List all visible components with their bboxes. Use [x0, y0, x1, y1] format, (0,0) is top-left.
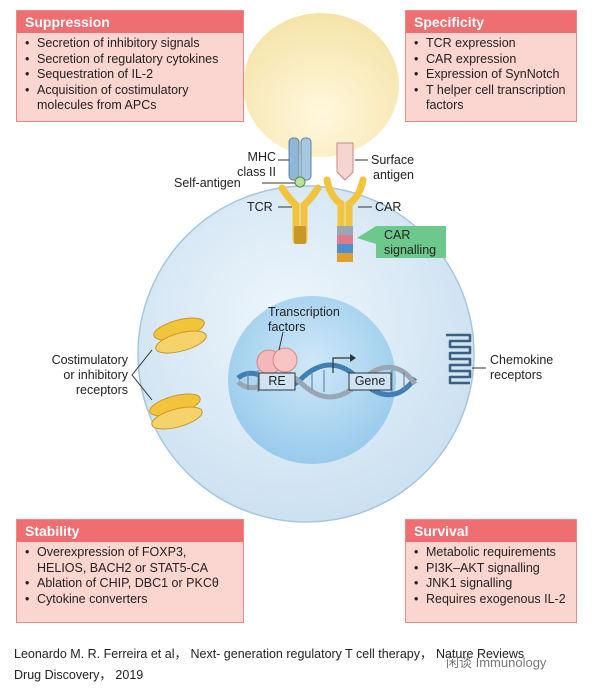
list-item: TCR expression [414, 36, 570, 52]
list-item: Cytokine converters [25, 592, 237, 608]
surface-antigen-line: antigen [373, 168, 415, 182]
self-antigen-label: Self-antigen [174, 176, 241, 190]
specificity-list: TCR expression CAR expression Expression… [406, 36, 576, 118]
list-item: Acquisition of costimulatory molecules f… [25, 83, 237, 114]
costimulatory-receptor [153, 317, 207, 354]
citation-line: Drug Discovery， 2019 [14, 668, 144, 682]
mhc-label: MHC class II [236, 150, 276, 180]
tcr-label: TCR [247, 200, 273, 214]
list-item: Secretion of regulatory cytokines [25, 52, 237, 68]
citation-line: Leonardo M. R. Ferreira et al， Next- gen… [14, 647, 525, 661]
car-signalling-line: signalling [384, 243, 437, 257]
transcription-factors-line: Transcription [268, 305, 340, 319]
car-signalling-line: CAR [384, 228, 411, 242]
surface-antigen-label: Surface antigen [371, 153, 414, 183]
car-label: CAR [375, 200, 402, 214]
surface-antigen-line: Surface [371, 153, 415, 167]
specificity-box: Specificity TCR expression CAR expressio… [405, 10, 577, 122]
transcription-start-arrow [332, 357, 350, 373]
watermark: 闲谈 Immunology [446, 655, 547, 670]
mhc-label-line: class II [237, 165, 276, 179]
gene-label: Gene [354, 374, 386, 388]
costimulatory-label-line: or inhibitory [63, 368, 128, 382]
costim-leader-line [131, 349, 153, 401]
costimulatory-label-line: receptors [75, 383, 128, 397]
re-label: RE [268, 374, 286, 388]
gene-box [348, 372, 392, 391]
stability-list: Overexpression of FOXP3, HELIOS, BACH2 o… [17, 545, 243, 611]
list-item: Secretion of inhibitory signals [25, 36, 237, 52]
car-signalling-callout [357, 226, 446, 258]
chemokine-receptor [446, 333, 472, 385]
antigen-presenting-cell [243, 13, 399, 157]
costimulatory-label: Costimulatory or inhibitory receptors [22, 353, 128, 398]
transcription-factor [272, 347, 298, 373]
list-item: Sequestration of IL-2 [25, 67, 237, 83]
transcription-factors-line: factors [268, 320, 306, 334]
list-item: JNK1 signalling [414, 576, 570, 592]
survival-title: Survival [406, 520, 576, 542]
mhc-label-line: MHC [247, 150, 276, 164]
specificity-title: Specificity [406, 11, 576, 33]
list-item: PI3K–AKT signalling [414, 561, 570, 577]
tcr-mhc-complex [278, 137, 322, 244]
stability-box: Stability Overexpression of FOXP3, HELIO… [16, 519, 244, 623]
suppression-list: Secretion of inhibitory signals Secretio… [17, 36, 243, 118]
costimulatory-receptor [149, 393, 203, 430]
list-item: Requires exogenous IL-2 [414, 592, 570, 608]
list-item: Ablation of CHIP, DBC1 or PKCθ [25, 576, 237, 592]
car-signalling-label: CAR signalling [384, 228, 436, 258]
chemokine-label-line: receptors [490, 368, 543, 382]
list-item: CAR expression [414, 52, 570, 68]
response-element-box [258, 372, 296, 391]
suppression-box: Suppression Secretion of inhibitory sign… [16, 10, 244, 122]
stability-title: Stability [17, 520, 243, 542]
list-item: Expression of SynNotch [414, 67, 570, 83]
citation-caption: Leonardo M. R. Ferreira et al， Next- gen… [14, 644, 584, 686]
transcription-factors-label: Transcription factors [268, 305, 340, 335]
car-complex [323, 142, 367, 262]
costimulatory-label-line: Costimulatory [51, 353, 128, 367]
chemokine-label: Chemokine receptors [490, 353, 553, 383]
list-item: T helper cell transcription factors [414, 83, 570, 114]
list-item: Overexpression of FOXP3, HELIOS, BACH2 o… [25, 545, 237, 576]
survival-box: Survival Metabolic requirements PI3K–AKT… [405, 519, 577, 623]
suppression-title: Suppression [17, 11, 243, 33]
list-item: Metabolic requirements [414, 545, 570, 561]
chemokine-label-line: Chemokine [490, 353, 554, 367]
survival-list: Metabolic requirements PI3K–AKT signalli… [406, 545, 576, 611]
